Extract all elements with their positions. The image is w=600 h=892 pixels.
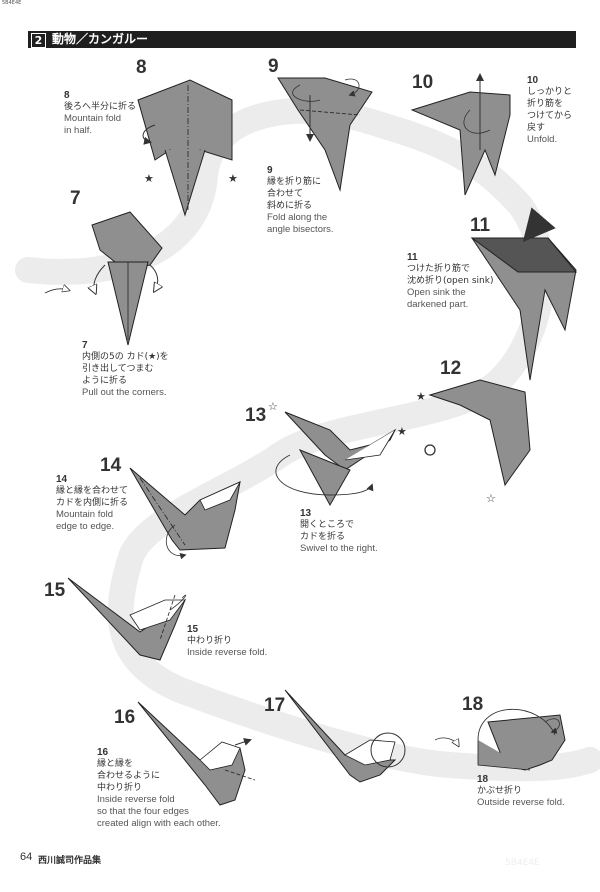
step-7-caption: 7 内側の5の カド(★)を 引き出してつまむ ように折る Pull out t… (82, 340, 169, 399)
caption-japanese: 内側の5の カド(★)を (82, 352, 169, 362)
caption-japanese: 合わせて (267, 189, 304, 199)
caption-english: Unfold. (527, 134, 558, 145)
step-11-figure (470, 207, 578, 381)
step-17-figure (284, 689, 458, 783)
book-title: 西川誠司作品集 (38, 856, 102, 866)
caption-english: Outside reverse fold. (477, 797, 565, 808)
step-number: 14 (100, 455, 122, 476)
step-number: 7 (70, 188, 81, 209)
step-number: 15 (44, 580, 66, 601)
caption-japanese: カドを折る (300, 532, 346, 542)
caption-english: Inside reverse fold (97, 794, 175, 805)
step-9-figure (277, 77, 373, 192)
step-14-caption: 14 縁と縁を合わせて カドを内側に折る Mountain fold edge … (56, 474, 128, 533)
caption-japanese: カドを内側に折る (56, 498, 129, 508)
step-16-caption: 16 縁と縁を 合わせるように 中わり折り Inside reverse fol… (97, 747, 221, 830)
step-10-caption: 10 しっかりと 折り筋を つけてから 戻す Unfold. (527, 75, 572, 146)
step-number: 13 (245, 405, 267, 426)
caption-english: Open sink the (407, 287, 466, 298)
caption-number: 7 (82, 340, 88, 351)
caption-english: Mountain fold (56, 509, 114, 520)
caption-japanese: 斜めに折る (267, 201, 313, 211)
caption-japanese: 中わり折り (187, 636, 233, 646)
step-14-figure (129, 467, 241, 560)
caption-english: Pull out the corners. (82, 387, 167, 398)
step-13-figure: ☆ ★ (268, 400, 407, 507)
caption-english: Inside reverse fold. (187, 647, 268, 658)
caption-japanese: 縁と縁を (97, 759, 134, 769)
caption-number: 9 (267, 165, 273, 176)
caption-japanese: 縁を折り筋に (267, 177, 322, 187)
caption-number: 13 (300, 508, 312, 519)
caption-japanese: 後ろへ半分に折る (64, 102, 137, 112)
caption-japanese: 戻す (527, 123, 546, 133)
step-12-figure: ★ ☆ (416, 379, 531, 505)
caption-number: 18 (477, 774, 489, 785)
caption-japanese: つけた折り筋で (407, 264, 471, 274)
caption-english: in half. (64, 125, 92, 136)
step-18-figure (477, 708, 566, 771)
caption-english: edge to edge. (56, 521, 115, 532)
step-number: 8 (136, 57, 147, 78)
caption-japanese: 開くところで (300, 520, 355, 530)
step-11-caption: 11 つけた折り筋で 沈め折り(open sink) Open sink the… (407, 252, 493, 311)
step-8-caption: 8 後ろへ半分に折る Mountain fold in half. (64, 90, 136, 137)
step-number: 11 (470, 215, 491, 236)
caption-japanese: 縁と縁を合わせて (56, 486, 129, 496)
caption-english: Fold along the (267, 212, 328, 223)
step-number: 12 (440, 358, 462, 379)
caption-japanese: しっかりと (527, 87, 573, 97)
step-number: 9 (268, 56, 279, 77)
step-7-figure (44, 211, 162, 346)
svg-text:★: ★ (144, 172, 154, 185)
step-number: 16 (114, 707, 136, 728)
caption-number: 14 (56, 474, 68, 485)
step-15-figure (67, 577, 187, 661)
svg-text:★: ★ (228, 172, 238, 185)
caption-number: 10 (527, 75, 539, 86)
step-number: 10 (412, 72, 434, 93)
step-9-caption: 9 縁を折り筋に 合わせて 斜めに折る Fold along the angle… (267, 165, 334, 236)
step-number: 18 (462, 694, 484, 715)
caption-japanese: 引き出してつまむ (82, 364, 154, 374)
caption-japanese: ように折る (82, 376, 128, 386)
caption-japanese: 折り筋を (527, 99, 564, 109)
page-number: 64 (20, 851, 33, 863)
caption-english: angle bisectors. (267, 224, 334, 235)
section-header-bar (28, 31, 576, 48)
step-18-caption: 18 かぶせ折り Outside reverse fold. (477, 774, 565, 809)
chapter-number: 2 (31, 33, 46, 48)
svg-text:★: ★ (416, 390, 426, 403)
caption-english: Mountain fold (64, 113, 122, 124)
caption-english: so that the four edges (97, 806, 189, 817)
caption-english: Swivel to the right. (300, 543, 378, 554)
svg-text:★: ★ (397, 425, 407, 438)
caption-japanese: 沈め折り(open sink) (407, 276, 494, 286)
caption-number: 15 (187, 624, 199, 635)
step-number: 17 (264, 695, 286, 716)
caption-number: 8 (64, 90, 70, 101)
section-title: 動物／カンガルー (52, 32, 149, 46)
step-15-caption: 15 中わり折り Inside reverse fold. (187, 624, 267, 659)
caption-english: created align with each other. (97, 818, 221, 829)
watermark: 5B4E4E (505, 858, 540, 868)
caption-japanese: つけてから (527, 111, 573, 121)
step-8-figure: ★ ★ (137, 79, 238, 217)
caption-japanese: かぶせ折り (477, 786, 523, 796)
caption-english: darkened part. (407, 299, 469, 310)
step-10-figure (410, 73, 511, 196)
flow-band (15, 97, 600, 782)
caption-number: 16 (97, 747, 109, 758)
caption-japanese: 合わせるように (97, 771, 161, 781)
caption-number: 11 (407, 252, 418, 263)
caption-japanese: 中わり折り (97, 783, 143, 793)
page-corner-mark: 5B4E4E (2, 0, 22, 6)
step-13-caption: 13 開くところで カドを折る Swivel to the right. (300, 508, 378, 555)
svg-text:☆: ☆ (486, 492, 496, 505)
svg-text:☆: ☆ (268, 400, 278, 413)
step-16-figure (137, 701, 256, 806)
